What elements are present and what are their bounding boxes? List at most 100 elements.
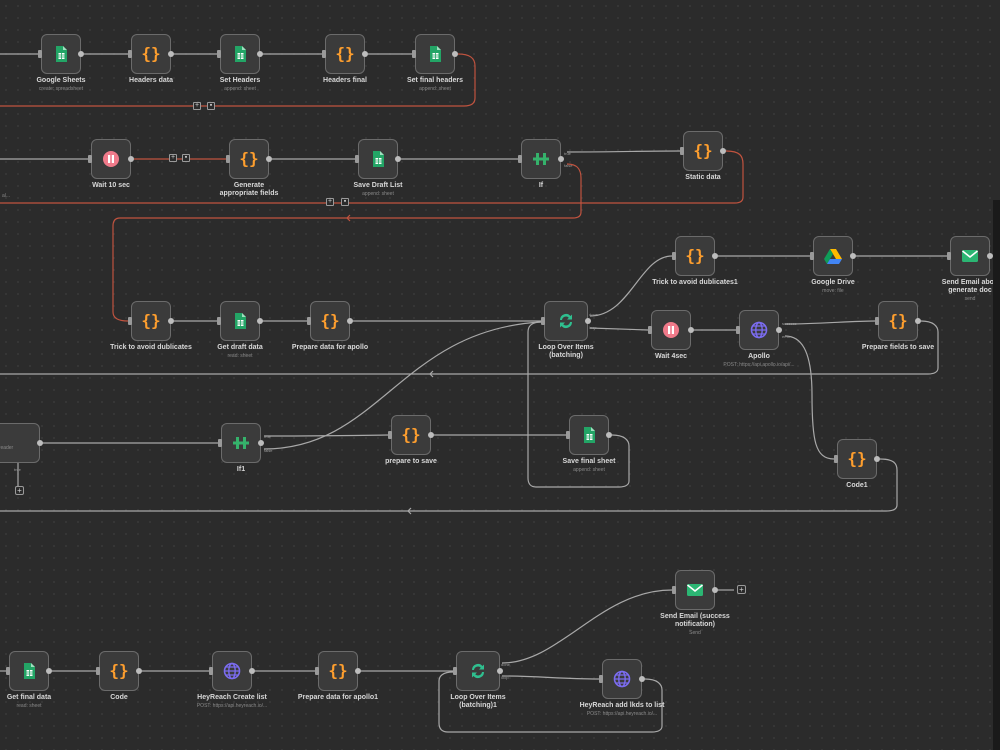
node-headers-final[interactable]: {} (325, 34, 365, 74)
input-port[interactable] (680, 147, 684, 155)
node-prepare-apollo[interactable]: {} (310, 301, 350, 341)
node-save-final-sheet[interactable] (569, 415, 609, 455)
output-port[interactable] (558, 156, 564, 162)
output-port[interactable] (168, 51, 174, 57)
input-port[interactable] (412, 50, 416, 58)
output-port[interactable] (37, 440, 43, 446)
node-heyreach-add-leads[interactable] (602, 659, 642, 699)
node-prepare-apollo1[interactable]: {} (318, 651, 358, 691)
input-port[interactable] (6, 667, 10, 675)
add-node-icon[interactable]: + (737, 585, 746, 594)
input-port[interactable] (566, 431, 570, 439)
input-port[interactable] (355, 155, 359, 163)
node-wait-4sec[interactable] (651, 310, 691, 350)
delete-connection-icon[interactable]: ▪ (182, 154, 190, 162)
input-port[interactable] (226, 155, 230, 163)
delete-connection-icon[interactable]: ▪ (341, 198, 349, 206)
input-port[interactable] (128, 317, 132, 325)
connection-38[interactable] (501, 675, 600, 680)
input-port[interactable] (810, 252, 814, 260)
input-port[interactable] (217, 317, 221, 325)
connection-24[interactable] (0, 458, 898, 512)
node-generate-fields[interactable]: {} (229, 139, 269, 179)
node-heyreach-create-list[interactable] (212, 651, 252, 691)
node-get-final-data[interactable] (9, 651, 49, 691)
output-port[interactable] (915, 318, 921, 324)
output-port[interactable] (168, 318, 174, 324)
node-prepare-fields-save[interactable]: {} (878, 301, 918, 341)
node-trick-dublicates[interactable]: {} (131, 301, 171, 341)
output-port[interactable] (720, 148, 726, 154)
output-port[interactable] (428, 432, 434, 438)
node-wait-10-sec[interactable] (91, 139, 131, 179)
input-port[interactable] (518, 155, 522, 163)
node-google-drive[interactable] (813, 236, 853, 276)
input-port[interactable] (672, 252, 676, 260)
input-port[interactable] (834, 455, 838, 463)
input-port[interactable] (209, 667, 213, 675)
input-port[interactable] (322, 50, 326, 58)
output-port[interactable] (128, 156, 134, 162)
add-node-icon[interactable]: + (15, 486, 24, 495)
node-partial-left[interactable] (0, 423, 40, 463)
input-port[interactable] (672, 586, 676, 594)
input-port[interactable] (307, 317, 311, 325)
node-loop-over-items1[interactable] (456, 651, 500, 691)
output-port[interactable] (452, 51, 458, 57)
input-port[interactable] (947, 252, 951, 260)
delete-connection-icon[interactable]: ▪ (207, 102, 215, 110)
output-port[interactable] (78, 51, 84, 57)
output-port[interactable] (258, 440, 264, 446)
node-trick-dublicates1[interactable]: {} (675, 236, 715, 276)
output-port[interactable] (987, 253, 993, 259)
node-code[interactable]: {} (99, 651, 139, 691)
add-node-icon[interactable]: + (326, 198, 334, 206)
node-set-final-headers[interactable] (415, 34, 455, 74)
connection-21[interactable] (784, 320, 876, 325)
input-port[interactable] (388, 431, 392, 439)
input-port[interactable] (38, 50, 42, 58)
connection-12[interactable] (112, 163, 582, 322)
output-port[interactable] (712, 587, 718, 593)
input-port[interactable] (736, 326, 740, 334)
node-if[interactable] (521, 139, 561, 179)
connection-10[interactable] (566, 150, 681, 153)
output-port[interactable] (874, 456, 880, 462)
input-port[interactable] (88, 155, 92, 163)
input-port[interactable] (315, 667, 319, 675)
connection-23[interactable] (784, 335, 835, 460)
node-set-headers[interactable] (220, 34, 260, 74)
input-port[interactable] (218, 439, 222, 447)
input-port[interactable] (453, 667, 457, 675)
input-port[interactable] (128, 50, 132, 58)
output-port[interactable] (136, 668, 142, 674)
output-port[interactable] (362, 51, 368, 57)
add-node-icon[interactable]: + (193, 102, 201, 110)
node-loop-over-items[interactable] (544, 301, 588, 341)
node-static-data[interactable]: {} (683, 131, 723, 171)
output-port[interactable] (497, 668, 503, 674)
node-headers-data[interactable]: {} (131, 34, 171, 74)
node-send-email-success[interactable] (675, 570, 715, 610)
node-send-email-generate[interactable] (950, 236, 990, 276)
node-prepare-to-save[interactable]: {} (391, 415, 431, 455)
input-port[interactable] (648, 326, 652, 334)
node-get-draft-data[interactable] (220, 301, 260, 341)
output-port[interactable] (776, 327, 782, 333)
output-port[interactable] (395, 156, 401, 162)
output-port[interactable] (257, 51, 263, 57)
connection-36[interactable] (501, 589, 673, 664)
output-port[interactable] (606, 432, 612, 438)
input-port[interactable] (599, 675, 603, 683)
output-port[interactable] (266, 156, 272, 162)
output-port[interactable] (347, 318, 353, 324)
node-google-sheets[interactable] (41, 34, 81, 74)
output-port[interactable] (355, 668, 361, 674)
input-port[interactable] (217, 50, 221, 58)
add-node-icon[interactable]: + (169, 154, 177, 162)
output-port[interactable] (46, 668, 52, 674)
output-port[interactable] (850, 253, 856, 259)
input-port[interactable] (541, 317, 545, 325)
input-port[interactable] (96, 667, 100, 675)
